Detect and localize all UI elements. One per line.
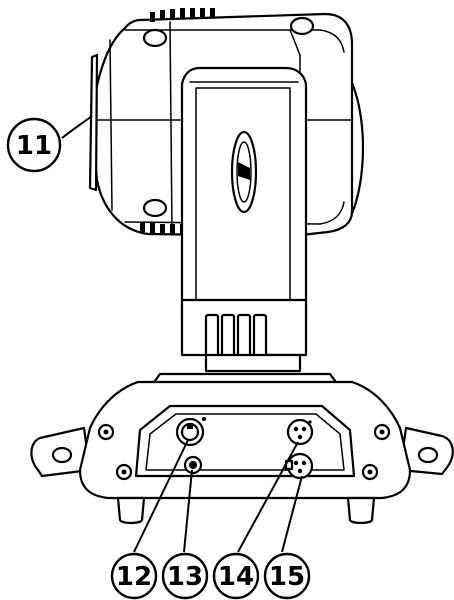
head-screw-right xyxy=(289,16,315,36)
left-foot xyxy=(116,496,146,525)
callout-13-label: 13 xyxy=(167,562,203,592)
right-foot xyxy=(346,496,376,525)
base-connector-panel xyxy=(134,404,356,478)
head-top-vents xyxy=(150,8,215,22)
callout-15-label: 15 xyxy=(269,562,305,592)
callout-11-label: 11 xyxy=(16,131,52,161)
head-screw-bottom xyxy=(142,198,168,218)
callout-12-label: 12 xyxy=(116,562,152,592)
fuse-holder xyxy=(183,455,203,475)
callout-leaders xyxy=(61,115,303,553)
fixture-yoke xyxy=(180,66,308,373)
callout-12: 12 xyxy=(110,552,158,600)
dmx-output-connector xyxy=(284,452,314,480)
base-screws xyxy=(97,423,391,481)
head-left-face xyxy=(88,53,99,192)
yoke-arm-slots xyxy=(204,313,268,359)
fixture-base xyxy=(30,372,454,525)
head-screw-top xyxy=(142,28,168,48)
callout-14: 14 xyxy=(212,552,260,600)
yoke-neck xyxy=(204,353,302,373)
power-connector xyxy=(175,417,206,447)
callout-13: 13 xyxy=(161,552,209,600)
dmx-input-connector xyxy=(286,418,314,446)
callout-15: 15 xyxy=(263,552,311,600)
callout-11: 11 xyxy=(6,117,62,173)
callout-14-label: 14 xyxy=(218,562,254,592)
